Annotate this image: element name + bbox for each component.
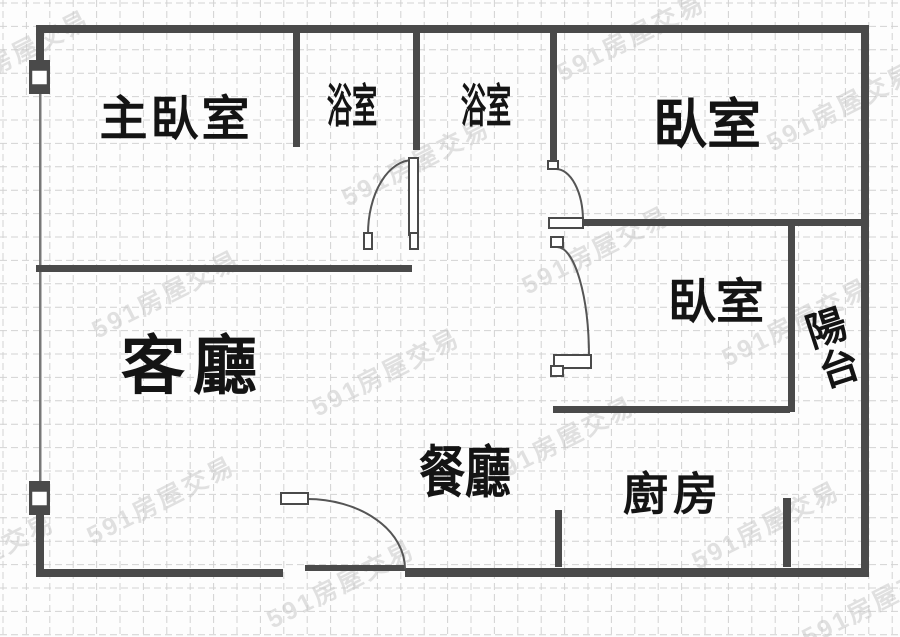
wall-bath1-left	[293, 33, 300, 147]
door-bedroom-mid-right-icon	[550, 236, 592, 377]
room-label-master-bedroom: 主臥室	[99, 93, 253, 146]
watermark-text: 591房屋交易	[262, 535, 420, 635]
wall-bath-divider	[413, 33, 420, 150]
watermark-text: 591房屋交易	[82, 451, 240, 551]
watermark-text: 591房屋交易	[552, 0, 710, 87]
entry-door-sill	[305, 565, 405, 571]
wall-kitchen-balcony	[783, 498, 791, 567]
door-master-bedroom-icon	[363, 157, 419, 250]
room-label-living-room: 客廳	[121, 330, 265, 402]
watermark-text: 591房屋交易	[307, 323, 465, 423]
walls-layer	[36, 25, 869, 577]
wall-left-thin-line	[39, 94, 42, 482]
room-label-bathroom-2: 浴室	[460, 80, 512, 132]
wall-bath2-right	[550, 33, 557, 160]
watermark-text: 591房屋交易	[797, 553, 900, 637]
room-label-dining-room: 餐廳	[419, 441, 511, 504]
door-bedroom-top-right-icon	[547, 160, 584, 229]
wall-dining-kitchen-stub	[555, 510, 562, 567]
wall-bottom-left	[36, 569, 283, 577]
room-label-bathroom-1: 浴室	[326, 80, 378, 132]
doors-layer	[280, 157, 592, 570]
door-entry-icon	[280, 492, 406, 570]
room-label-bedroom-top-right: 臥室	[653, 95, 761, 155]
wall-livingroom-top	[36, 265, 412, 272]
watermark-text: 591房屋交易	[762, 58, 900, 158]
wall-bottom-right	[405, 568, 869, 577]
room-label-kitchen: 廚房	[622, 468, 724, 520]
window-left-upper-icon	[29, 60, 50, 94]
room-label-bedroom-mid-right: 臥室	[667, 276, 765, 329]
wall-left-bottom	[36, 515, 44, 577]
watermark-text: 591房屋交易	[0, 508, 60, 608]
wall-left-top	[36, 25, 44, 62]
wall-top	[36, 25, 869, 33]
window-left-lower-icon	[29, 481, 50, 515]
windows-layer	[29, 60, 50, 515]
wall-balcony-divider	[788, 226, 795, 412]
wall-bedroom2-bottom	[553, 406, 790, 413]
wall-right	[861, 25, 869, 577]
wall-bedroom1-bottom	[548, 219, 861, 226]
